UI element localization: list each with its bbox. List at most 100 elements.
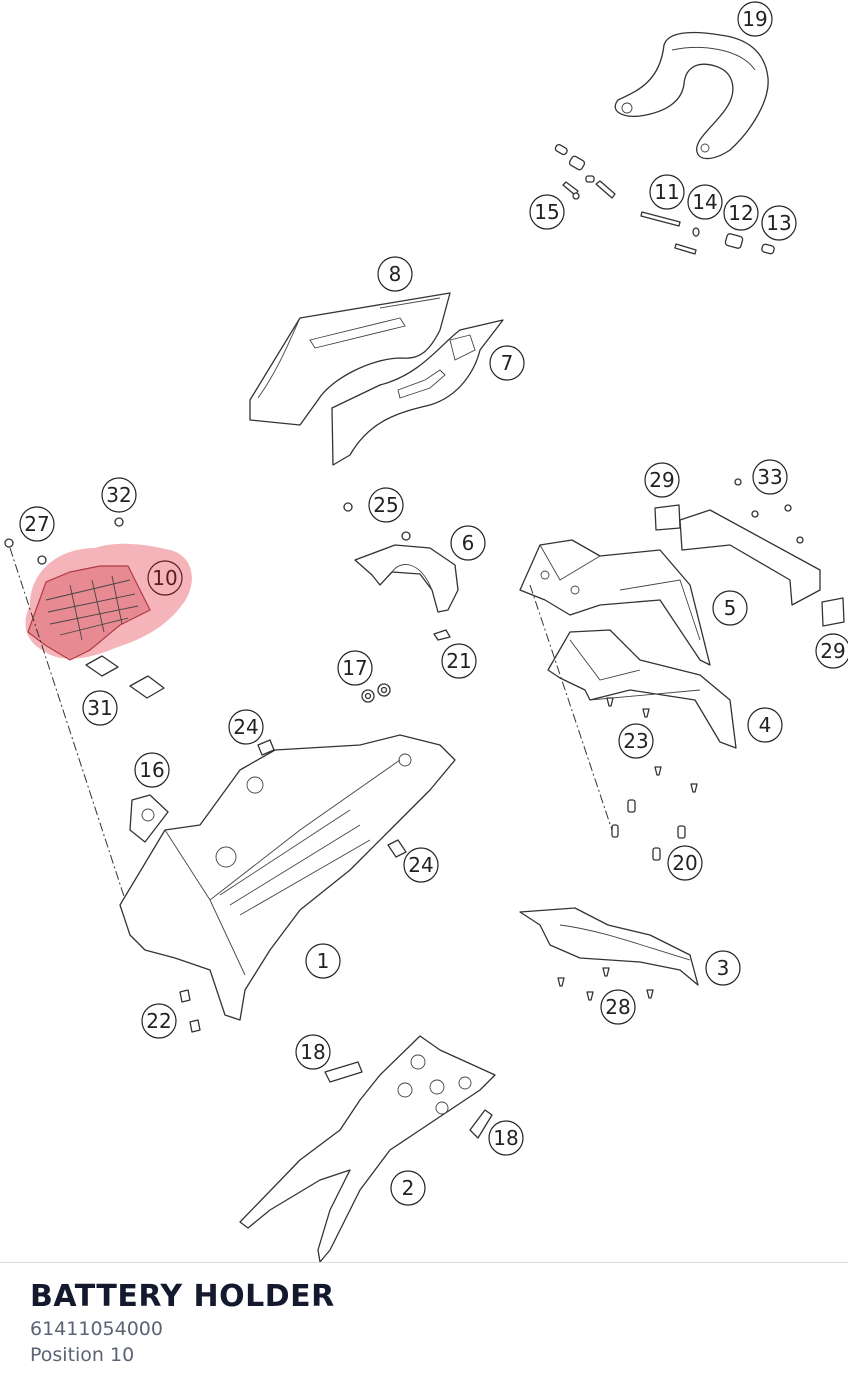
callout-32[interactable]: 32 bbox=[101, 477, 137, 513]
svg-text:18: 18 bbox=[493, 1126, 518, 1150]
svg-text:23: 23 bbox=[623, 729, 648, 753]
callout-10[interactable]: 10 bbox=[147, 560, 183, 596]
svg-text:3: 3 bbox=[717, 956, 730, 980]
part-32-screw[interactable] bbox=[114, 517, 124, 527]
svg-text:28: 28 bbox=[605, 995, 630, 1019]
svg-text:27: 27 bbox=[24, 512, 49, 536]
part-5-frame-cover[interactable] bbox=[519, 539, 711, 666]
part-31-pads[interactable] bbox=[85, 655, 165, 699]
part-21-pad[interactable] bbox=[433, 629, 451, 641]
svg-text:33: 33 bbox=[757, 465, 782, 489]
svg-text:21: 21 bbox=[446, 649, 471, 673]
part-33-bracket[interactable] bbox=[679, 478, 821, 606]
svg-text:1: 1 bbox=[317, 949, 330, 973]
part-title: BATTERY HOLDER bbox=[30, 1279, 335, 1314]
callout-7[interactable]: 7 bbox=[489, 345, 525, 381]
part-2-under-tray[interactable] bbox=[239, 1035, 496, 1262]
part-1-rear-frame[interactable] bbox=[119, 734, 456, 1021]
part-info-panel: BATTERY HOLDER 61411054000 Position 10 bbox=[30, 1278, 335, 1368]
svg-text:29: 29 bbox=[649, 468, 674, 492]
svg-text:11: 11 bbox=[654, 180, 679, 204]
svg-text:31: 31 bbox=[87, 696, 112, 720]
svg-text:24: 24 bbox=[233, 715, 258, 739]
part-27-screw[interactable] bbox=[4, 538, 47, 565]
callout-24[interactable]: 24 bbox=[228, 709, 264, 745]
svg-text:19: 19 bbox=[742, 7, 767, 31]
part-22-clips[interactable] bbox=[179, 989, 201, 1033]
part-16-bracket[interactable] bbox=[129, 794, 169, 843]
callout-21[interactable]: 21 bbox=[441, 643, 477, 679]
svg-text:15: 15 bbox=[534, 200, 559, 224]
callout-20[interactable]: 20 bbox=[667, 845, 703, 881]
callout-4[interactable]: 4 bbox=[747, 707, 783, 743]
part-18-pad[interactable] bbox=[324, 1061, 363, 1083]
part-7-side-cover[interactable] bbox=[331, 319, 504, 466]
callout-14[interactable]: 14 bbox=[687, 184, 723, 220]
svg-text:32: 32 bbox=[106, 483, 131, 507]
part-position: Position 10 bbox=[30, 1344, 135, 1366]
part-number: 61411054000 bbox=[30, 1318, 163, 1340]
callout-15[interactable]: 15 bbox=[529, 194, 565, 230]
svg-text:4: 4 bbox=[759, 713, 772, 737]
part-10-battery-holder[interactable] bbox=[25, 543, 192, 661]
part-25-screws[interactable] bbox=[343, 502, 411, 541]
callout-8[interactable]: 8 bbox=[377, 256, 413, 292]
part-24-pad-lower[interactable] bbox=[387, 839, 407, 858]
callout-27[interactable]: 27 bbox=[19, 506, 55, 542]
svg-text:20: 20 bbox=[672, 851, 697, 875]
svg-text:8: 8 bbox=[389, 262, 402, 286]
svg-text:16: 16 bbox=[139, 758, 164, 782]
svg-text:10: 10 bbox=[152, 566, 177, 590]
part-19-grab-handle[interactable] bbox=[614, 31, 769, 160]
part-29-pad-right[interactable] bbox=[821, 597, 845, 627]
part-29-pad[interactable] bbox=[654, 504, 681, 531]
part-3-lower-cover[interactable] bbox=[519, 907, 699, 986]
callout-28[interactable]: 28 bbox=[600, 989, 636, 1025]
exploded-parts-diagram: 19 11 14 12 13 15 8 7 29 33 32 27 10 25 … bbox=[4, 1, 848, 1262]
callout-6[interactable]: 6 bbox=[450, 525, 486, 561]
callout-29[interactable]: 29 bbox=[644, 462, 680, 498]
part-8-side-cover[interactable] bbox=[249, 292, 451, 426]
part-17-grommets[interactable] bbox=[361, 683, 391, 703]
svg-text:12: 12 bbox=[728, 201, 753, 225]
callout-1[interactable]: 1 bbox=[305, 943, 341, 979]
svg-text:7: 7 bbox=[501, 351, 514, 375]
callout-11[interactable]: 11 bbox=[649, 174, 685, 210]
svg-text:6: 6 bbox=[462, 531, 475, 555]
callout-19[interactable]: 19 bbox=[737, 1, 773, 37]
svg-text:17: 17 bbox=[342, 656, 367, 680]
svg-text:25: 25 bbox=[373, 493, 398, 517]
part-11-14-12-13-hardware[interactable] bbox=[640, 211, 775, 255]
callout-5[interactable]: 5 bbox=[712, 590, 748, 626]
callout-13[interactable]: 13 bbox=[761, 205, 797, 241]
svg-text:29: 29 bbox=[820, 639, 845, 663]
svg-text:2: 2 bbox=[402, 1176, 415, 1200]
callout-16[interactable]: 16 bbox=[134, 752, 170, 788]
callout-33[interactable]: 33 bbox=[752, 459, 788, 495]
callout-17[interactable]: 17 bbox=[337, 650, 373, 686]
svg-text:13: 13 bbox=[766, 211, 791, 235]
svg-text:24: 24 bbox=[408, 853, 433, 877]
part-18-clip[interactable] bbox=[469, 1109, 493, 1139]
part-15-hardware-group[interactable] bbox=[554, 143, 616, 200]
part-4-rear-subframe[interactable] bbox=[547, 629, 737, 749]
callout-25[interactable]: 25 bbox=[368, 487, 404, 523]
callout-18-right[interactable]: 18 bbox=[488, 1120, 524, 1156]
callout-29-right[interactable]: 29 bbox=[815, 633, 848, 669]
part-6-cover[interactable] bbox=[354, 544, 459, 613]
callout-23[interactable]: 23 bbox=[618, 723, 654, 759]
callout-18[interactable]: 18 bbox=[295, 1034, 331, 1070]
alignment-line-right bbox=[529, 584, 613, 831]
callout-12[interactable]: 12 bbox=[723, 195, 759, 231]
svg-text:18: 18 bbox=[300, 1040, 325, 1064]
alignment-line-left bbox=[9, 547, 136, 931]
callout-31[interactable]: 31 bbox=[82, 690, 118, 726]
section-divider bbox=[0, 1262, 848, 1263]
callout-22[interactable]: 22 bbox=[141, 1003, 177, 1039]
callout-24-lower[interactable]: 24 bbox=[403, 847, 439, 883]
callout-3[interactable]: 3 bbox=[705, 950, 741, 986]
part-20-screws[interactable] bbox=[611, 799, 686, 861]
part-28-screws[interactable] bbox=[557, 967, 654, 1001]
callout-2[interactable]: 2 bbox=[390, 1170, 426, 1206]
part-23-screws[interactable] bbox=[606, 697, 698, 793]
